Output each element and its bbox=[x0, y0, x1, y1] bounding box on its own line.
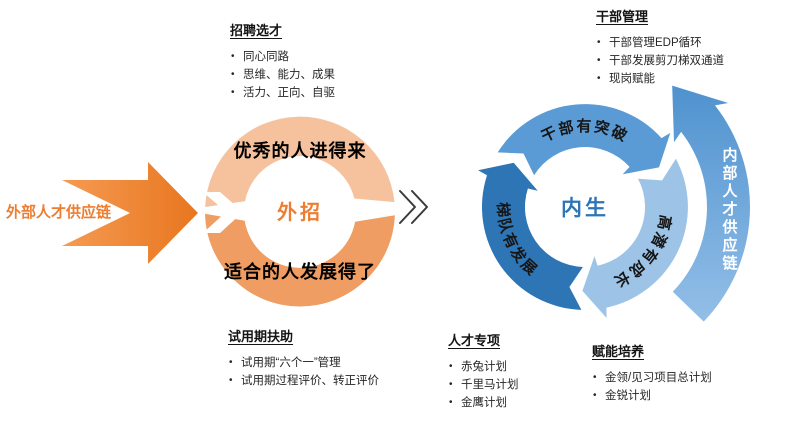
note-title-talent: 人才专项 bbox=[448, 333, 501, 348]
external-arrow-icon bbox=[62, 162, 198, 264]
internal-cycle: 干部有突破 高潜有成长 梯队有发展 内生 bbox=[478, 104, 688, 318]
note-list-recruit: 同心同路 思维、能力、成果 活力、正向、自驱 bbox=[230, 48, 335, 102]
note-talent: 人才专项 赤兔计划 千里马计划 金鹰计划 bbox=[448, 330, 519, 412]
note-training: 赋能培养 金领/见习项目总计划 金锐计划 bbox=[592, 341, 712, 405]
note-title-probation: 试用期扶助 bbox=[228, 329, 294, 344]
segment-cadre-breakthrough bbox=[497, 104, 671, 176]
note-recruit: 招聘选才 同心同路 思维、能力、成果 活力、正向、自驱 bbox=[230, 20, 335, 102]
note-item: 金锐计划 bbox=[592, 387, 712, 405]
note-list-training: 金领/见习项目总计划 金锐计划 bbox=[592, 369, 712, 405]
double-chevron-icon bbox=[399, 190, 428, 224]
note-item: 干部发展剪刀梯双通道 bbox=[596, 52, 724, 70]
external-ring-bottom-segment bbox=[205, 213, 395, 307]
external-cycle: 优秀的人进得来 适合的人发展得了 外招 bbox=[203, 116, 395, 307]
ring-flow-chevron-icon bbox=[203, 192, 243, 233]
segment-echelon-development bbox=[478, 162, 583, 310]
note-probation: 试用期扶助 试用期“六个一”管理 试用期过程评价、转正评价 bbox=[228, 326, 379, 390]
internal-cycle-center-label: 内生 bbox=[561, 196, 609, 220]
internal-chain-label: 内部人才供应链 bbox=[720, 147, 738, 273]
note-item: 活力、正向、自驱 bbox=[230, 84, 335, 102]
external-ring-top-segment bbox=[205, 116, 395, 207]
external-cycle-center-label: 外招 bbox=[277, 200, 323, 224]
note-list-cadre: 干部管理EDP循环 干部发展剪刀梯双通道 现岗赋能 bbox=[596, 34, 724, 88]
external-chain-label: 外部人才供应链 bbox=[6, 204, 112, 221]
note-item: 思维、能力、成果 bbox=[230, 66, 335, 84]
note-item: 试用期过程评价、转正评价 bbox=[228, 372, 379, 390]
note-item: 干部管理EDP循环 bbox=[596, 34, 724, 52]
note-item: 同心同路 bbox=[230, 48, 335, 66]
note-item: 金鹰计划 bbox=[448, 394, 519, 412]
note-list-talent: 赤兔计划 千里马计划 金鹰计划 bbox=[448, 358, 519, 412]
note-item: 现岗赋能 bbox=[596, 70, 724, 88]
segment-highpotential-growth bbox=[582, 158, 688, 318]
internal-arrow-icon bbox=[672, 85, 750, 322]
note-cadre: 干部管理 干部管理EDP循环 干部发展剪刀梯双通道 现岗赋能 bbox=[596, 6, 724, 88]
note-title-cadre: 干部管理 bbox=[596, 9, 649, 24]
external-cycle-top-label: 优秀的人进得来 bbox=[234, 140, 367, 161]
note-list-probation: 试用期“六个一”管理 试用期过程评价、转正评价 bbox=[228, 354, 379, 390]
note-item: 金领/见习项目总计划 bbox=[592, 369, 712, 387]
note-item: 赤兔计划 bbox=[448, 358, 519, 376]
note-item: 千里马计划 bbox=[448, 376, 519, 394]
external-cycle-bottom-label: 适合的人发展得了 bbox=[224, 261, 376, 282]
note-title-recruit: 招聘选才 bbox=[230, 23, 283, 38]
note-item: 试用期“六个一”管理 bbox=[228, 354, 379, 372]
note-title-training: 赋能培养 bbox=[592, 344, 645, 359]
